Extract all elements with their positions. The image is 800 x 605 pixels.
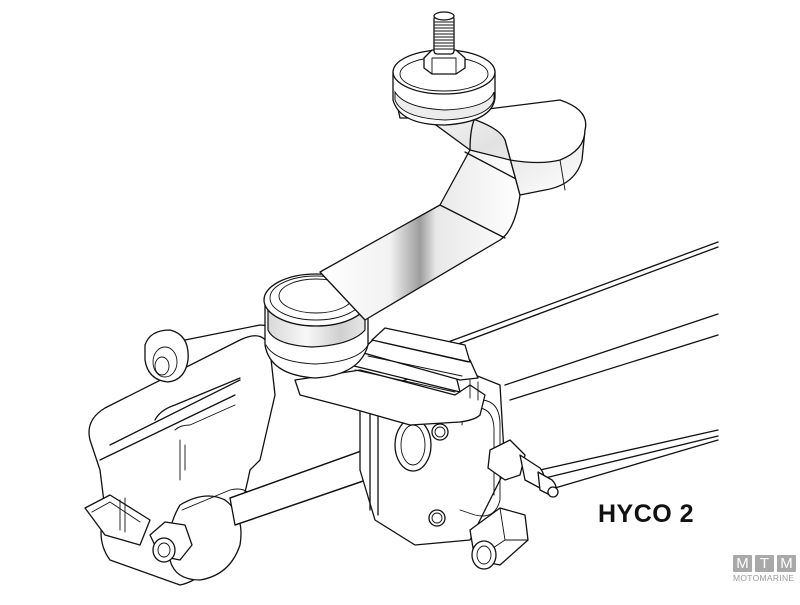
watermark-letter: M: [777, 555, 796, 572]
cylinder-tube: [439, 241, 719, 489]
hose-port-nut: [469, 507, 529, 570]
threaded-stud: [433, 11, 455, 55]
watermark-letter: T: [755, 555, 774, 572]
watermark-letters: M T M: [733, 555, 797, 572]
pivot-cap: [263, 273, 369, 379]
ribbed-mount-plate: [294, 327, 486, 426]
tiller-arm: [319, 94, 587, 321]
model-label: HYCO 2: [598, 500, 695, 528]
motomarine-watermark: M T M MOTOMARINE: [733, 555, 797, 597]
rod-end-nut: [149, 521, 193, 563]
bleed-valve: [487, 439, 559, 498]
watermark-letter: M: [733, 555, 752, 572]
watermark-text: MOTOMARINE: [733, 573, 795, 583]
rod-end-clevis: [84, 324, 276, 586]
